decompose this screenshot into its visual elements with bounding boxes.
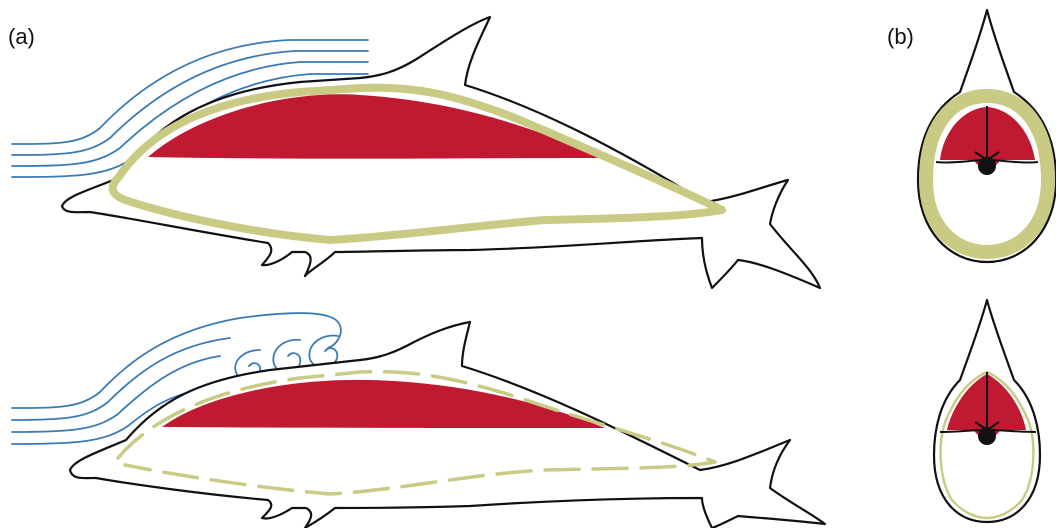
dolphin-top bbox=[12, 17, 820, 288]
panel-a-label: (a) bbox=[8, 24, 35, 49]
dolphin-bottom bbox=[12, 313, 825, 528]
panel-b-label: (b) bbox=[887, 24, 914, 49]
cross-section-bottom bbox=[934, 300, 1040, 522]
cross-section-top bbox=[918, 10, 1056, 262]
